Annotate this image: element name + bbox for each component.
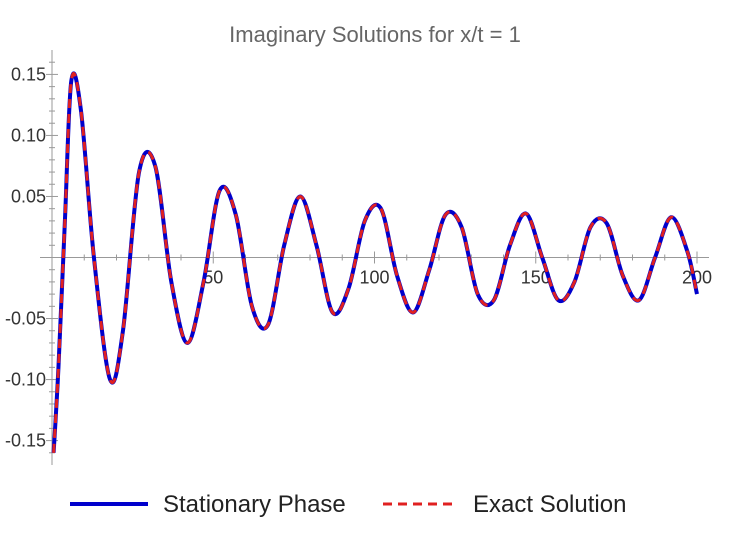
legend-label: Exact Solution [473,491,626,518]
y-tick-label: 0.15 [11,64,46,84]
axes: 50 100 150 200 -0.15 -0.10 -0.05 0.05 0.10 0.15 [5,50,712,465]
y-tick-label: -0.05 [5,309,46,329]
y-tick-label: 0.05 [11,186,46,206]
x-tick-label: 150 [521,268,551,288]
y-tick-label: 0.10 [11,125,46,145]
x-tick-label: 200 [682,268,712,288]
chart-title: Imaginary Solutions for x/t = 1 [229,22,521,47]
series-line-exact-solution [52,72,699,453]
series-line-stationary-phase [51,71,699,453]
y-tick-label: -0.10 [5,370,46,390]
legend-label: Stationary Phase [163,491,346,518]
legend: Stationary Phase Exact Solution [70,491,626,518]
y-tick-label: -0.15 [5,431,46,451]
plot-area [51,71,699,453]
x-tick-label: 50 [203,268,223,288]
x-tick-label: 100 [359,268,389,288]
